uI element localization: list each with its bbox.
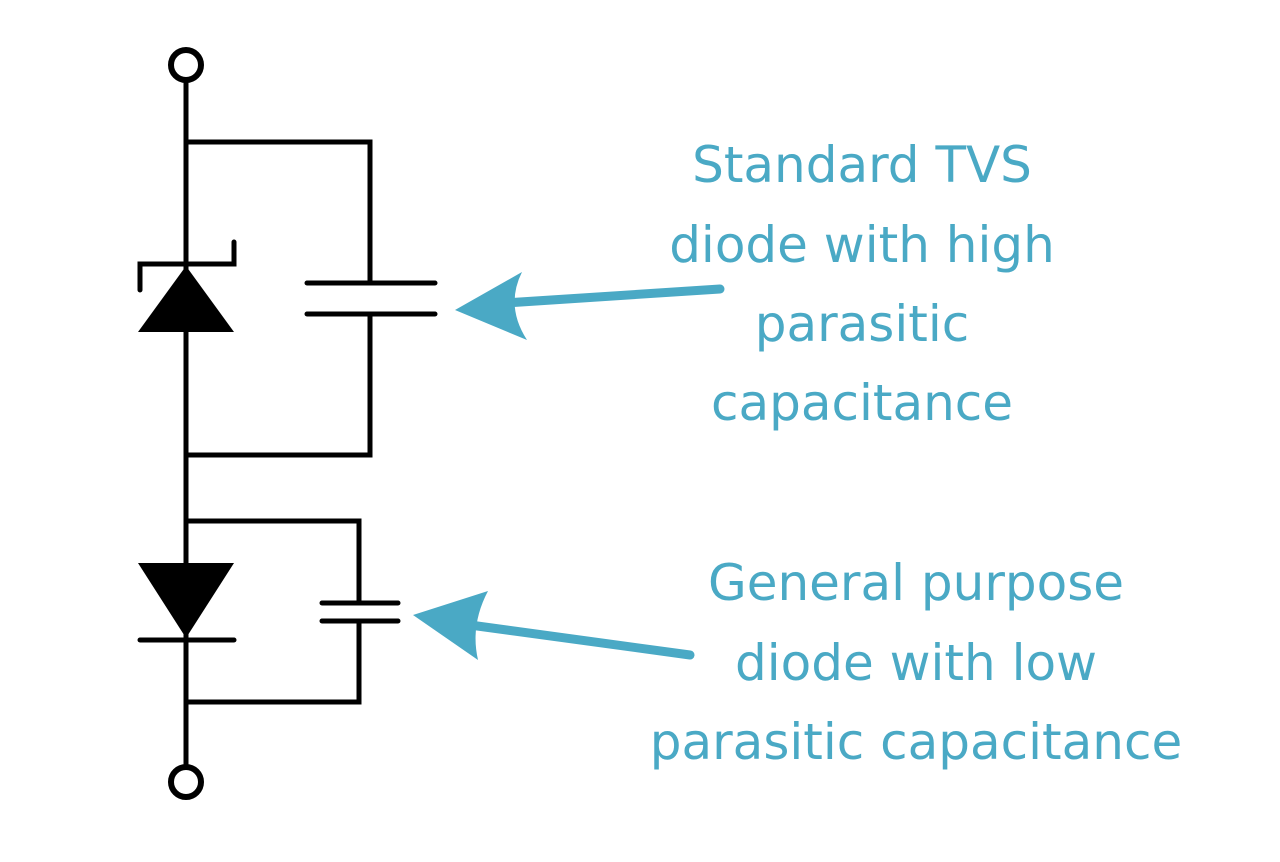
- tvs-label-line: diode with high: [669, 216, 1055, 274]
- tvs-label-line: parasitic: [755, 295, 970, 353]
- general-label-line: parasitic capacitance: [650, 713, 1182, 771]
- general-label: General purpose diode with low parasitic…: [650, 554, 1182, 771]
- general-label-line: General purpose: [708, 554, 1124, 612]
- general-diode-triangle: [138, 563, 234, 638]
- tvs-label-line: Standard TVS: [692, 136, 1032, 194]
- general-label-line: diode with low: [735, 634, 1097, 692]
- bottom-terminal: [168, 764, 204, 800]
- general-diode-branch: [137, 518, 401, 705]
- tvs-label-line: capacitance: [711, 374, 1013, 432]
- tvs-diode-branch: [137, 139, 438, 458]
- tvs-label: Standard TVS diode with high parasitic c…: [669, 136, 1055, 432]
- tvs-arrow: [455, 272, 725, 340]
- tvs-diode-triangle: [138, 266, 234, 332]
- general-arrow: [413, 591, 695, 660]
- tvs-zener-bar: [137, 239, 237, 293]
- top-terminal: [168, 47, 204, 83]
